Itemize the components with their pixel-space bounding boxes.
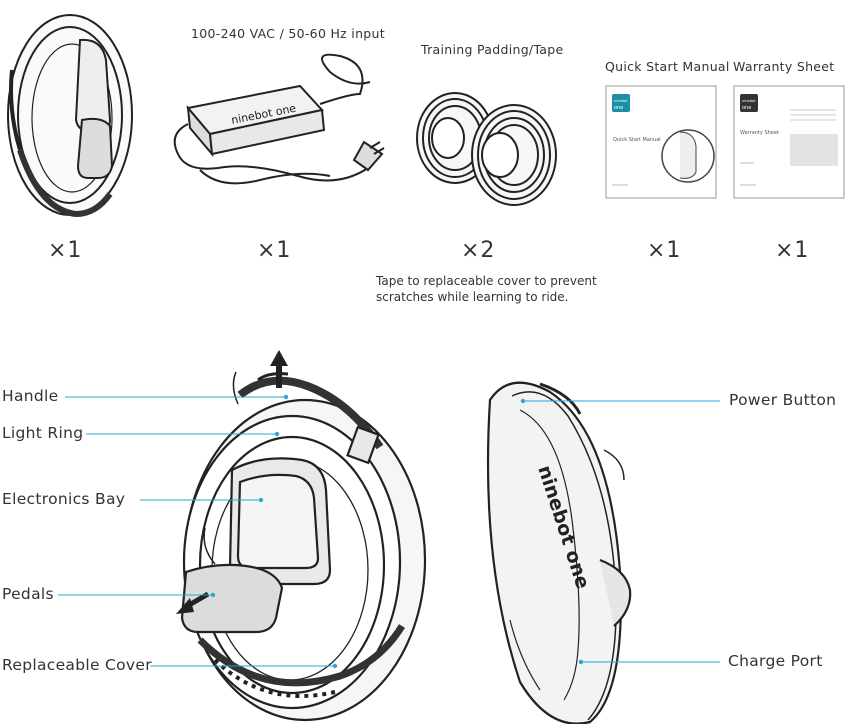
- leader-handle-dot: [283, 394, 289, 400]
- leader-lines-right: [520, 398, 720, 665]
- qty-padding: ×2: [461, 238, 496, 263]
- adapter-caption: 100-240 VAC / 50-60 Hz input: [191, 26, 385, 41]
- pedal-fold-arrow-icon: [176, 591, 210, 614]
- quick-start-manual-illustration: [605, 85, 717, 199]
- training-padding-illustration: [416, 92, 557, 206]
- leader-charge-port-dot: [578, 659, 584, 665]
- leader-replaceable-cover-dot: [332, 663, 338, 669]
- leader-pedals-dot: [210, 592, 216, 598]
- leader-power-button-dot: [520, 398, 526, 404]
- warranty-sheet-illustration: [733, 85, 845, 199]
- manual-logo-bottom: one: [614, 105, 623, 111]
- manual-logo-icon: [612, 94, 630, 112]
- qty-adapter: ×1: [257, 238, 292, 263]
- padding-note: Tape to replaceable cover to prevent scr…: [376, 273, 597, 305]
- manual-caption: Quick Start Manual: [605, 59, 730, 74]
- manual-logo-top: ninebot: [614, 99, 628, 103]
- qty-warranty: ×1: [775, 238, 810, 263]
- unicycle-front-illustration: [180, 371, 427, 722]
- label-light-ring: Light Ring: [2, 424, 84, 442]
- label-power-button: Power Button: [729, 391, 837, 409]
- unicycle-side-illustration: [486, 381, 632, 724]
- label-replaceable-cover: Replaceable Cover: [2, 656, 152, 674]
- label-charge-port: Charge Port: [728, 652, 823, 670]
- label-pedals: Pedals: [2, 585, 54, 603]
- qty-unicycle: ×1: [48, 238, 83, 263]
- padding-caption: Training Padding/Tape: [421, 42, 564, 57]
- warranty-logo-bottom: one: [742, 105, 751, 111]
- warranty-logo-top: ninebot: [742, 99, 756, 103]
- warranty-caption: Warranty Sheet: [733, 59, 835, 74]
- unicycle-thumbnail: [7, 14, 133, 218]
- qty-manual: ×1: [647, 238, 682, 263]
- leader-light-ring-dot: [274, 431, 280, 437]
- handle-pull-arrow-icon: [270, 350, 288, 388]
- label-electronics-bay: Electronics Bay: [2, 490, 126, 508]
- warranty-cover-title: Warranty Sheet: [740, 130, 779, 136]
- leader-lines-left: [58, 394, 338, 669]
- leader-electronics-bay-dot: [258, 497, 264, 503]
- power-adapter-illustration: [173, 53, 385, 185]
- padding-note-line-2: scratches while learning to ride.: [376, 290, 569, 304]
- padding-note-line-1: Tape to replaceable cover to prevent: [376, 274, 597, 288]
- label-handle: Handle: [2, 387, 59, 405]
- manual-cover-title: Quick Start Manual: [613, 137, 661, 143]
- warranty-logo-icon: [740, 94, 758, 112]
